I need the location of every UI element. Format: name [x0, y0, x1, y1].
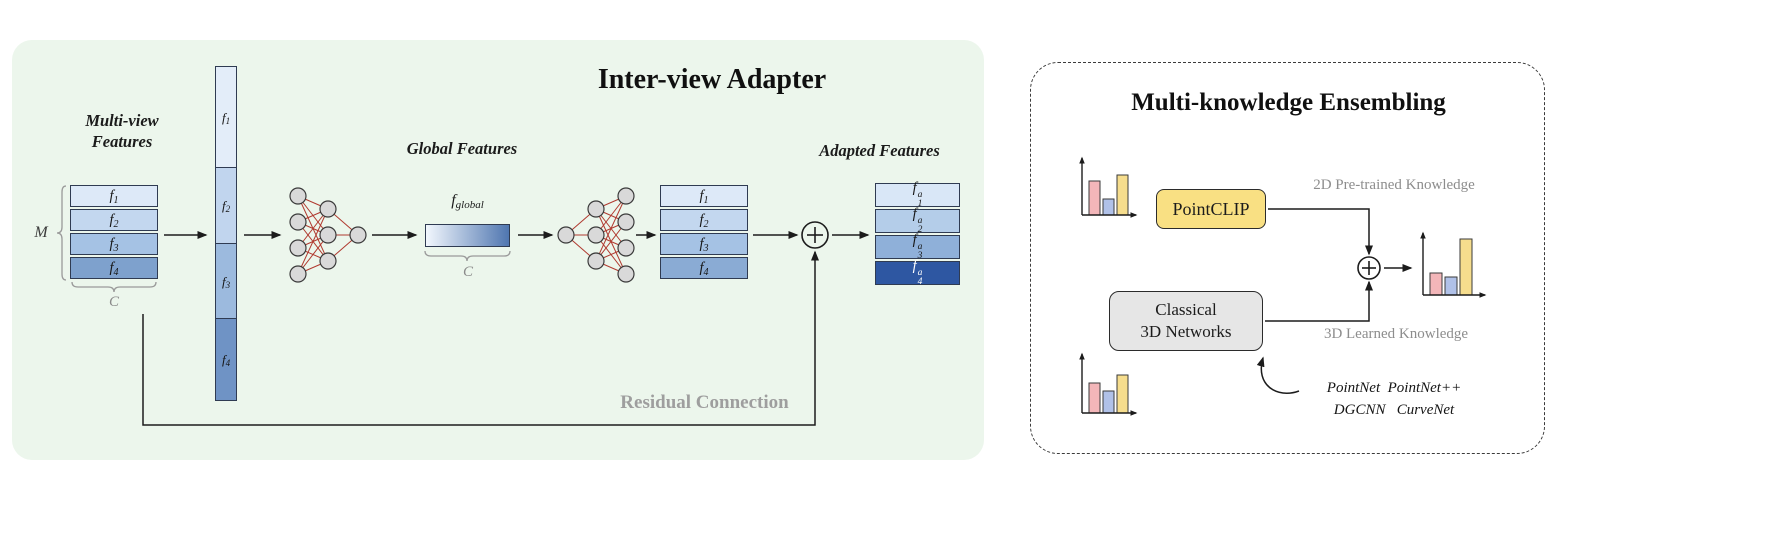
decoded-feature-box-3: f3	[660, 233, 748, 255]
global-features-label: Global Features	[406, 139, 518, 158]
c-brace	[71, 281, 157, 293]
arrow-pointclip-to-sum	[1268, 208, 1373, 256]
decoder-network	[557, 187, 635, 283]
feature-label: f4	[699, 259, 709, 278]
feature-label: f4	[221, 352, 231, 368]
feature-label: f2	[109, 211, 119, 230]
concat-feature-column: f1 f2 f3 f4	[215, 66, 237, 401]
adapted-features-label: Adapted Features	[819, 141, 940, 160]
feature-label: f3	[221, 273, 231, 290]
classical-box-line2: 3D Networks	[1140, 322, 1232, 341]
multiview-features-label: Multi-view Features	[85, 111, 159, 151]
global-c-brace	[424, 250, 511, 262]
pointclip-box: PointCLIP	[1156, 189, 1266, 229]
decoded-feature-box-4: f4	[660, 257, 748, 279]
decoded-feature-box-2: f2	[660, 209, 748, 231]
bar-chart-icon-ensembled-output	[1420, 231, 1487, 298]
f-global-label: fglobal	[451, 192, 484, 211]
multi-knowledge-panel: Multi-knowledge Ensembling PointCLIP 2D …	[1030, 62, 1545, 454]
feature-label: f2	[221, 198, 231, 214]
decoded-feature-box-1: f1	[660, 185, 748, 207]
m-brace	[56, 185, 67, 281]
residual-connection-label: Residual Connection	[620, 392, 789, 413]
feature-label: f3	[699, 235, 709, 254]
m-dimension-label: M	[34, 224, 48, 241]
multi-knowledge-title: Multi-knowledge Ensembling	[1131, 89, 1446, 116]
classical-3d-networks-box: Classical 3D Networks	[1109, 291, 1263, 351]
decoded-feature-stack: f1 f2 f3 f4	[660, 185, 748, 281]
encoder-network	[289, 187, 367, 283]
column-segment-3: f3	[215, 243, 237, 319]
input-feature-box-1: f1	[70, 185, 158, 207]
classical-box-line1: Classical	[1155, 299, 1217, 319]
knowledge-2d-label: 2D Pre-trained Knowledge	[1313, 177, 1475, 193]
column-segment-4: f4	[215, 318, 237, 401]
input-feature-stack: f1 f2 f3 f4	[70, 185, 158, 281]
feature-label: f1	[109, 187, 119, 206]
column-segment-1: f1	[215, 66, 237, 168]
inter-view-adapter-panel: Inter-view Adapter Multi-view Features M…	[12, 40, 984, 460]
feature-label: f1	[699, 187, 709, 206]
inter-view-adapter-title: Inter-view Adapter	[597, 64, 827, 95]
column-segment-2: f2	[215, 167, 237, 244]
feature-label: f3	[109, 235, 119, 254]
bar-chart-icon-2d-features	[1079, 156, 1138, 218]
ensemble-add-icon	[1357, 256, 1381, 280]
input-feature-box-2: f2	[70, 209, 158, 231]
feature-label: f2	[699, 211, 709, 230]
c-dimension-label: C	[108, 294, 119, 310]
arrow-networks-to-sum	[1265, 280, 1373, 322]
global-feature-bar	[425, 224, 510, 247]
feature-label: f1	[221, 109, 231, 126]
backbone-networks-label: PointNet PointNet++ DGCNN CurveNet	[1326, 380, 1462, 418]
bar-chart-icon-3d-features	[1079, 352, 1138, 416]
input-feature-box-3: f3	[70, 233, 158, 255]
feature-label: f4	[109, 259, 119, 278]
input-feature-box-4: f4	[70, 257, 158, 279]
elementwise-add-icon	[801, 221, 829, 249]
global-c-label: C	[462, 264, 473, 280]
knowledge-3d-label: 3D Learned Knowledge	[1323, 326, 1469, 342]
